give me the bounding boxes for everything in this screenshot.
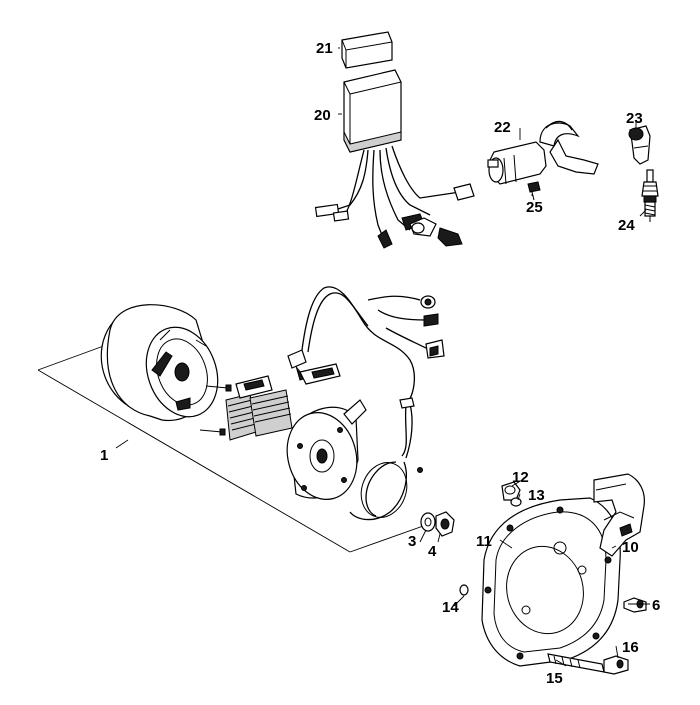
stator-plate — [286, 399, 367, 501]
rotor-bolts — [199, 384, 232, 436]
stator-wiring-harness — [301, 286, 445, 459]
spark-plug — [641, 169, 659, 222]
assembly-bracket-outline — [37, 339, 441, 553]
stator-coils — [225, 375, 293, 441]
callout-6: 6 — [652, 597, 660, 614]
callout-24: 24 — [618, 217, 635, 234]
callout-22: 22 — [494, 119, 511, 136]
callout-labels: 1 3 4 6 10 11 12 13 14 15 16 20 21 22 23… — [100, 40, 660, 687]
callout-23: 23 — [626, 110, 643, 127]
callout-13: 13 — [528, 487, 545, 504]
flywheel-rotor — [100, 304, 219, 422]
washer — [420, 512, 436, 532]
callout-14: 14 — [442, 599, 459, 616]
ignition-cover — [481, 497, 621, 667]
ignition-coil — [487, 120, 599, 185]
callout-21: 21 — [316, 40, 333, 57]
pickup-sensor — [287, 349, 341, 385]
callout-1: 1 — [100, 447, 108, 464]
dowel-pin — [459, 584, 469, 596]
flywheel-nut — [435, 511, 455, 537]
cover-screw-long — [547, 653, 629, 675]
callout-25: 25 — [526, 199, 543, 216]
callout-10: 10 — [622, 539, 639, 556]
cover-screw-short — [623, 597, 647, 613]
callout-11: 11 — [476, 533, 492, 550]
callout-15: 15 — [546, 670, 563, 687]
cover-plug — [501, 481, 521, 501]
leader-lines — [115, 47, 650, 667]
callout-12: 12 — [512, 469, 529, 486]
cover-guard — [593, 473, 645, 557]
callout-4: 4 — [428, 543, 437, 560]
callout-3: 3 — [408, 533, 416, 550]
pulse-generator-ring — [349, 461, 423, 521]
callout-20: 20 — [314, 107, 331, 124]
spark-plug-cap — [628, 125, 651, 165]
ignition-module-small — [341, 31, 393, 69]
cdi-unit — [343, 69, 402, 153]
cdi-wiring-harness — [314, 145, 475, 249]
plug-o-ring — [510, 497, 522, 507]
callout-16: 16 — [622, 639, 639, 656]
coil-screw — [527, 181, 541, 201]
